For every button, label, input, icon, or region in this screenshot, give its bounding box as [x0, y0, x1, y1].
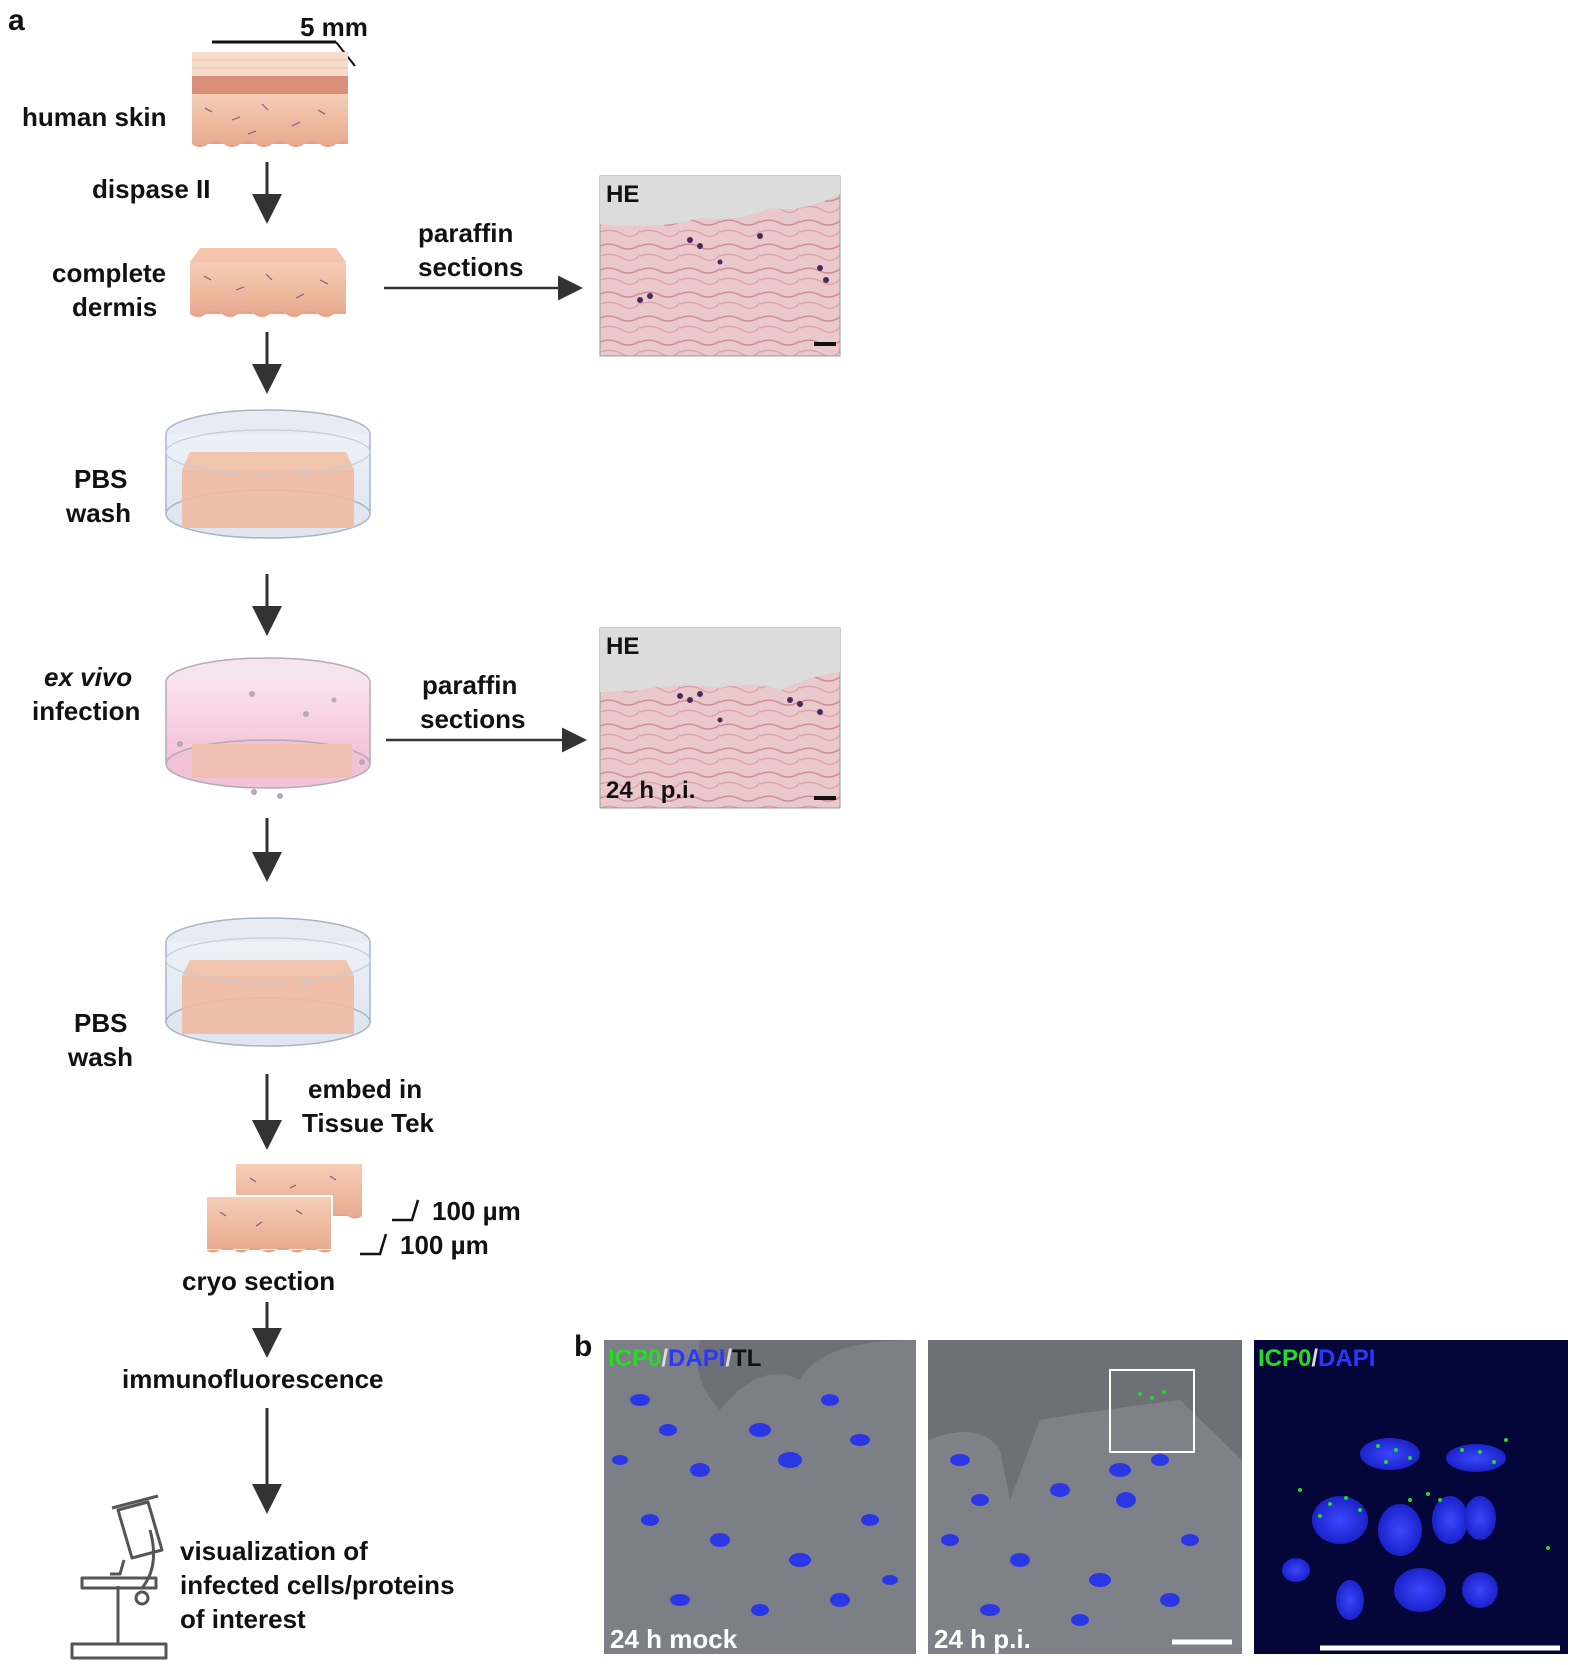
infection-dish	[165, 657, 371, 799]
he2-time: 24 h p.i.	[606, 777, 695, 804]
step-complete-line2: dermis	[72, 292, 157, 322]
img1-legend-dapi: DAPI	[668, 1345, 725, 1372]
microscope-icon	[70, 1494, 168, 1660]
complete-dermis-illustration	[190, 248, 346, 317]
pbs-dish-2	[165, 917, 371, 1047]
fluorescence-image-zoom: ICP0/DAPI	[1254, 1340, 1568, 1654]
he2-label: HE	[606, 633, 639, 660]
pbs1-line2: wash	[65, 498, 131, 528]
img2-caption: 24 h p.i.	[934, 1624, 1031, 1654]
pbs-dish-1	[165, 409, 371, 539]
fluorescence-image-infected: 24 h p.i.	[928, 1340, 1242, 1654]
thickness-1: 100 µm	[432, 1196, 521, 1226]
img1-legend-icp0: ICP0	[608, 1345, 661, 1372]
paraffin2-line2: sections	[420, 704, 526, 734]
svg-text:ICP0/DAPI: ICP0/DAPI	[1258, 1345, 1375, 1372]
vis-line2: infected cells/proteins	[180, 1570, 455, 1600]
img1-legend-tl: TL	[732, 1345, 761, 1372]
img3-legend-dapi: DAPI	[1318, 1345, 1375, 1372]
panel-b-label: b	[574, 1330, 592, 1363]
fluorescence-image-mock: ICP0/DAPI/TL 24 h mock	[604, 1340, 916, 1654]
img1-legend-sep2: /	[725, 1345, 732, 1372]
img1-caption: 24 h mock	[610, 1624, 738, 1654]
cryo-section-illustration	[205, 1164, 420, 1256]
exvivo-line2: infection	[32, 696, 140, 726]
embed-line2: Tissue Tek	[302, 1108, 435, 1138]
step-human-skin: human skin	[22, 102, 166, 132]
img1-legend-sep1: /	[661, 1345, 668, 1372]
exvivo-line1: ex vivo	[44, 662, 132, 692]
scale-bar: 5 mm	[212, 12, 368, 67]
step-complete-line1: complete	[52, 258, 166, 288]
svg-text:ICP0/DAPI/TL: ICP0/DAPI/TL	[608, 1345, 761, 1372]
paraffin1-line1: paraffin	[418, 218, 513, 248]
img3-legend-sep: /	[1311, 1345, 1318, 1372]
step-immuno: immunofluorescence	[122, 1364, 384, 1394]
panel-a-label: a	[8, 4, 25, 37]
step-dispase: dispase II	[92, 174, 211, 204]
paraffin1-line2: sections	[418, 252, 524, 282]
pbs2-line1: PBS	[74, 1008, 127, 1038]
he1-label: HE	[606, 181, 639, 208]
pbs2-line2: wash	[67, 1042, 133, 1072]
step-cryo: cryo section	[182, 1266, 335, 1296]
vis-line3: of interest	[180, 1604, 306, 1634]
embed-line1: embed in	[308, 1074, 422, 1104]
scale-bar-label: 5 mm	[300, 12, 368, 42]
human-skin-illustration	[192, 52, 348, 147]
he-micrograph-1: HE	[599, 175, 841, 357]
vis-line1: visualization of	[180, 1536, 368, 1566]
he-micrograph-2: HE 24 h p.i.	[599, 627, 841, 809]
paraffin2-line1: paraffin	[422, 670, 517, 700]
pbs1-line1: PBS	[74, 464, 127, 494]
thickness-2: 100 µm	[400, 1230, 489, 1260]
img3-legend-icp0: ICP0	[1258, 1345, 1311, 1372]
